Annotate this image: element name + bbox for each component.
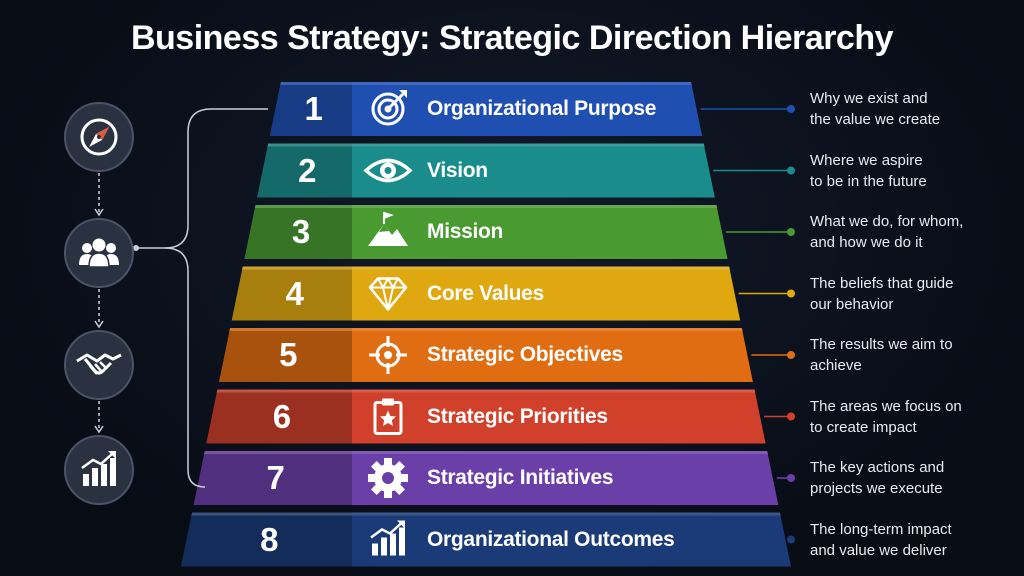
connector-dot	[787, 351, 795, 359]
tier-band-7	[193, 451, 779, 505]
eye-icon	[363, 158, 413, 183]
tier-number: 4	[285, 274, 304, 312]
description-line: and how we do it	[810, 234, 923, 251]
connector-dot	[787, 412, 795, 421]
growth-chart-icon	[81, 451, 116, 486]
tier-description: The key actions and projects we execute	[810, 457, 1010, 499]
growth-chart-icon	[370, 520, 405, 556]
tier-band-2	[257, 143, 715, 198]
tier-number: 6	[272, 397, 292, 435]
description-line: projects we execute	[810, 480, 943, 497]
tier-label: Organizational Purpose	[427, 97, 657, 120]
handshake-icon	[76, 353, 122, 375]
tier-band-4	[231, 266, 741, 321]
description-line: our behavior	[810, 295, 894, 313]
arrow-head	[94, 208, 104, 217]
description-line: the value we create	[810, 111, 941, 128]
tier-band-5	[219, 328, 753, 382]
arrow-head	[94, 425, 104, 434]
description-line: The long-term impact	[810, 520, 952, 538]
bracket-line	[164, 247, 206, 488]
tier-description: What we do, for whom, and how we do it	[810, 211, 1010, 253]
side-people-icon	[64, 218, 134, 288]
clipboard-star-icon	[373, 398, 403, 435]
people-icon	[79, 238, 119, 268]
arrow-head	[94, 320, 104, 329]
description-line: to be in the future	[810, 172, 927, 190]
tier-description: The results we aim to achieve	[810, 334, 1010, 376]
tier-number: 1	[304, 90, 323, 127]
tier-band-3	[244, 205, 728, 259]
tier-band-6	[206, 389, 766, 444]
bracket-line	[136, 108, 268, 249]
connector-dot	[787, 474, 795, 482]
description-line: achieve	[810, 357, 862, 374]
tier-description: The long-term impact and value we deliver	[810, 519, 1010, 561]
tier-number: 2	[298, 151, 317, 189]
tier-description: The beliefs that guide our behavior	[810, 273, 1010, 315]
tier-number: 8	[260, 520, 279, 558]
tier-label: Strategic Priorities	[427, 404, 608, 428]
tier-description: Where we aspire to be in the future	[810, 150, 1010, 192]
tier-label: Core Values	[427, 281, 544, 305]
tier-label: Mission	[427, 220, 504, 243]
tier-description: Why we exist and the value we create	[810, 88, 1010, 130]
connector-dot	[787, 228, 795, 236]
side-compass-icon	[64, 102, 134, 172]
description-line: The results we aim to	[810, 336, 953, 353]
side-handshake-icon	[64, 330, 134, 400]
tier-band-8	[181, 512, 791, 567]
target-icon	[371, 90, 407, 126]
description-line: The beliefs that guide	[810, 274, 954, 292]
side-growth-chart-icon	[64, 435, 134, 505]
crosshair-icon	[369, 336, 407, 374]
diamond-icon	[368, 276, 408, 311]
page-title: Business Strategy: Strategic Direction H…	[130, 19, 894, 57]
description-line: The areas we focus on	[810, 397, 962, 415]
description-line: Why we exist and	[810, 90, 928, 107]
tier-label: Strategic Objectives	[427, 343, 623, 366]
tier-number: 7	[266, 459, 285, 496]
connector-dot	[787, 166, 795, 175]
tier-number: 3	[291, 213, 311, 250]
bracket-dot	[133, 245, 139, 251]
connector-dot	[787, 289, 795, 298]
tier-description: The areas we focus on to create impact	[810, 396, 1010, 438]
connector-dot	[787, 535, 795, 544]
description-line: What we do, for whom,	[810, 213, 964, 230]
tier-label: Strategic Initiatives	[427, 466, 614, 489]
description-line: and value we deliver	[810, 541, 947, 559]
gear-icon	[368, 458, 408, 498]
description-line: to create impact	[810, 418, 917, 436]
description-line: Where we aspire	[810, 151, 923, 169]
tier-label: Organizational Outcomes	[427, 527, 675, 551]
mountain-flag-icon	[368, 212, 408, 246]
connector-dot	[787, 105, 795, 113]
tier-number: 5	[279, 336, 298, 373]
compass-icon	[80, 118, 118, 156]
tier-label: Vision	[427, 158, 488, 182]
tier-band-1	[269, 82, 703, 136]
description-line: The key actions and	[810, 459, 945, 476]
